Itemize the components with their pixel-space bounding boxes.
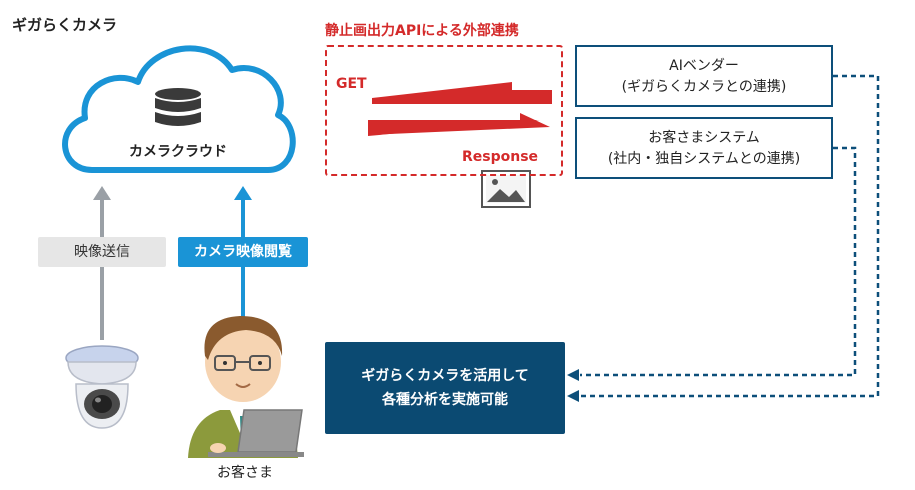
customer-system-subtitle: (社内・独自システムとの連携) — [607, 151, 801, 167]
image-icon — [481, 170, 531, 208]
ai-vendor-box: AIベンダー (ギガらくカメラとの連携) — [575, 45, 833, 107]
ai-vendor-title: AIベンダー — [669, 58, 739, 74]
result-line-1: ギガらくカメラを活用して — [361, 368, 529, 384]
response-label: Response — [462, 149, 539, 165]
get-arrow — [372, 82, 552, 104]
video-send-label: 映像送信 — [38, 237, 166, 267]
ai-connector — [580, 74, 880, 398]
system-connector-arrowhead — [567, 369, 579, 381]
analysis-result-box: ギガらくカメラを活用して 各種分析を実施可能 — [325, 342, 565, 434]
system-connector — [580, 146, 857, 377]
api-frame — [325, 45, 563, 176]
database-icon — [155, 88, 201, 126]
customer-system-box: お客さまシステム (社内・独自システムとの連携) — [575, 117, 833, 179]
ai-vendor-subtitle: (ギガらくカメラとの連携) — [621, 79, 787, 95]
api-title: 静止画出力APIによる外部連携 — [325, 23, 519, 39]
customer-illustration — [188, 316, 304, 458]
customer-label: お客さま — [217, 465, 273, 481]
result-line-2: 各種分析を実施可能 — [382, 392, 508, 408]
get-label: GET — [336, 76, 367, 92]
upload-arrow — [93, 186, 111, 340]
dome-camera-icon — [65, 345, 139, 429]
ai-connector-arrowhead — [567, 390, 579, 402]
response-arrow — [368, 113, 550, 136]
customer-system-title: お客さまシステム — [648, 130, 760, 146]
brand-title: ギガらくカメラ — [12, 16, 118, 34]
cloud-label: カメラクラウド — [129, 144, 227, 160]
camera-view-label: カメラ映像閲覧 — [178, 237, 308, 267]
